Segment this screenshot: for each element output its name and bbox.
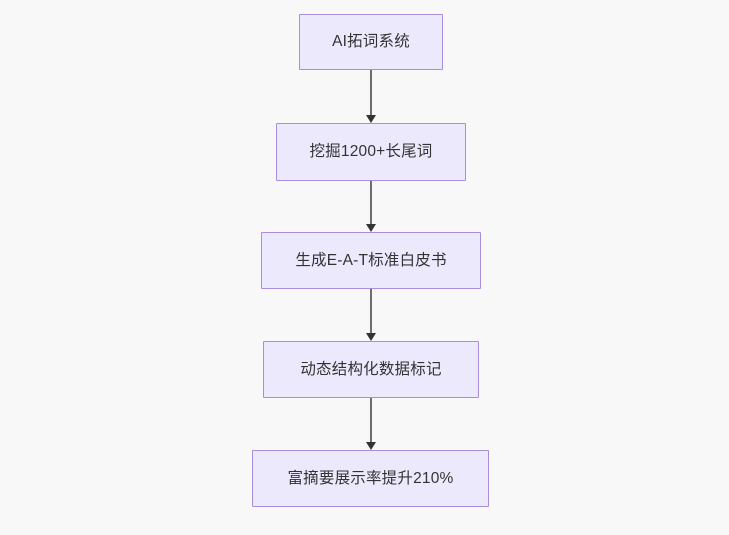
flowchart-node-label: 动态结构化数据标记 — [300, 360, 442, 378]
arrow-head-icon — [365, 115, 376, 123]
edge-connector — [363, 70, 379, 123]
arrow-head-icon — [365, 333, 376, 341]
flowchart-node[interactable]: 动态结构化数据标记 — [263, 341, 479, 398]
edge-line — [370, 289, 372, 334]
arrow-head-icon — [365, 442, 376, 450]
flowchart-node[interactable]: 挖掘1200+长尾词 — [276, 123, 466, 181]
flowchart-node[interactable]: 生成E-A-T标准白皮书 — [261, 232, 481, 289]
flowchart-node-label: 生成E-A-T标准白皮书 — [295, 251, 447, 269]
flowchart-node-label: AI拓词系统 — [332, 33, 410, 51]
edge-connector — [363, 398, 379, 450]
edge-connector — [363, 289, 379, 341]
edge-line — [370, 398, 372, 443]
edge-connector — [363, 181, 379, 232]
flowchart-node-label: 挖掘1200+长尾词 — [309, 143, 433, 161]
flowchart-node[interactable]: 富摘要展示率提升210% — [252, 450, 489, 507]
edge-line — [370, 70, 372, 116]
flowchart-node[interactable]: AI拓词系统 — [299, 14, 443, 70]
edge-line — [370, 181, 372, 225]
arrow-head-icon — [365, 224, 376, 232]
flowchart-node-label: 富摘要展示率提升210% — [287, 469, 454, 487]
